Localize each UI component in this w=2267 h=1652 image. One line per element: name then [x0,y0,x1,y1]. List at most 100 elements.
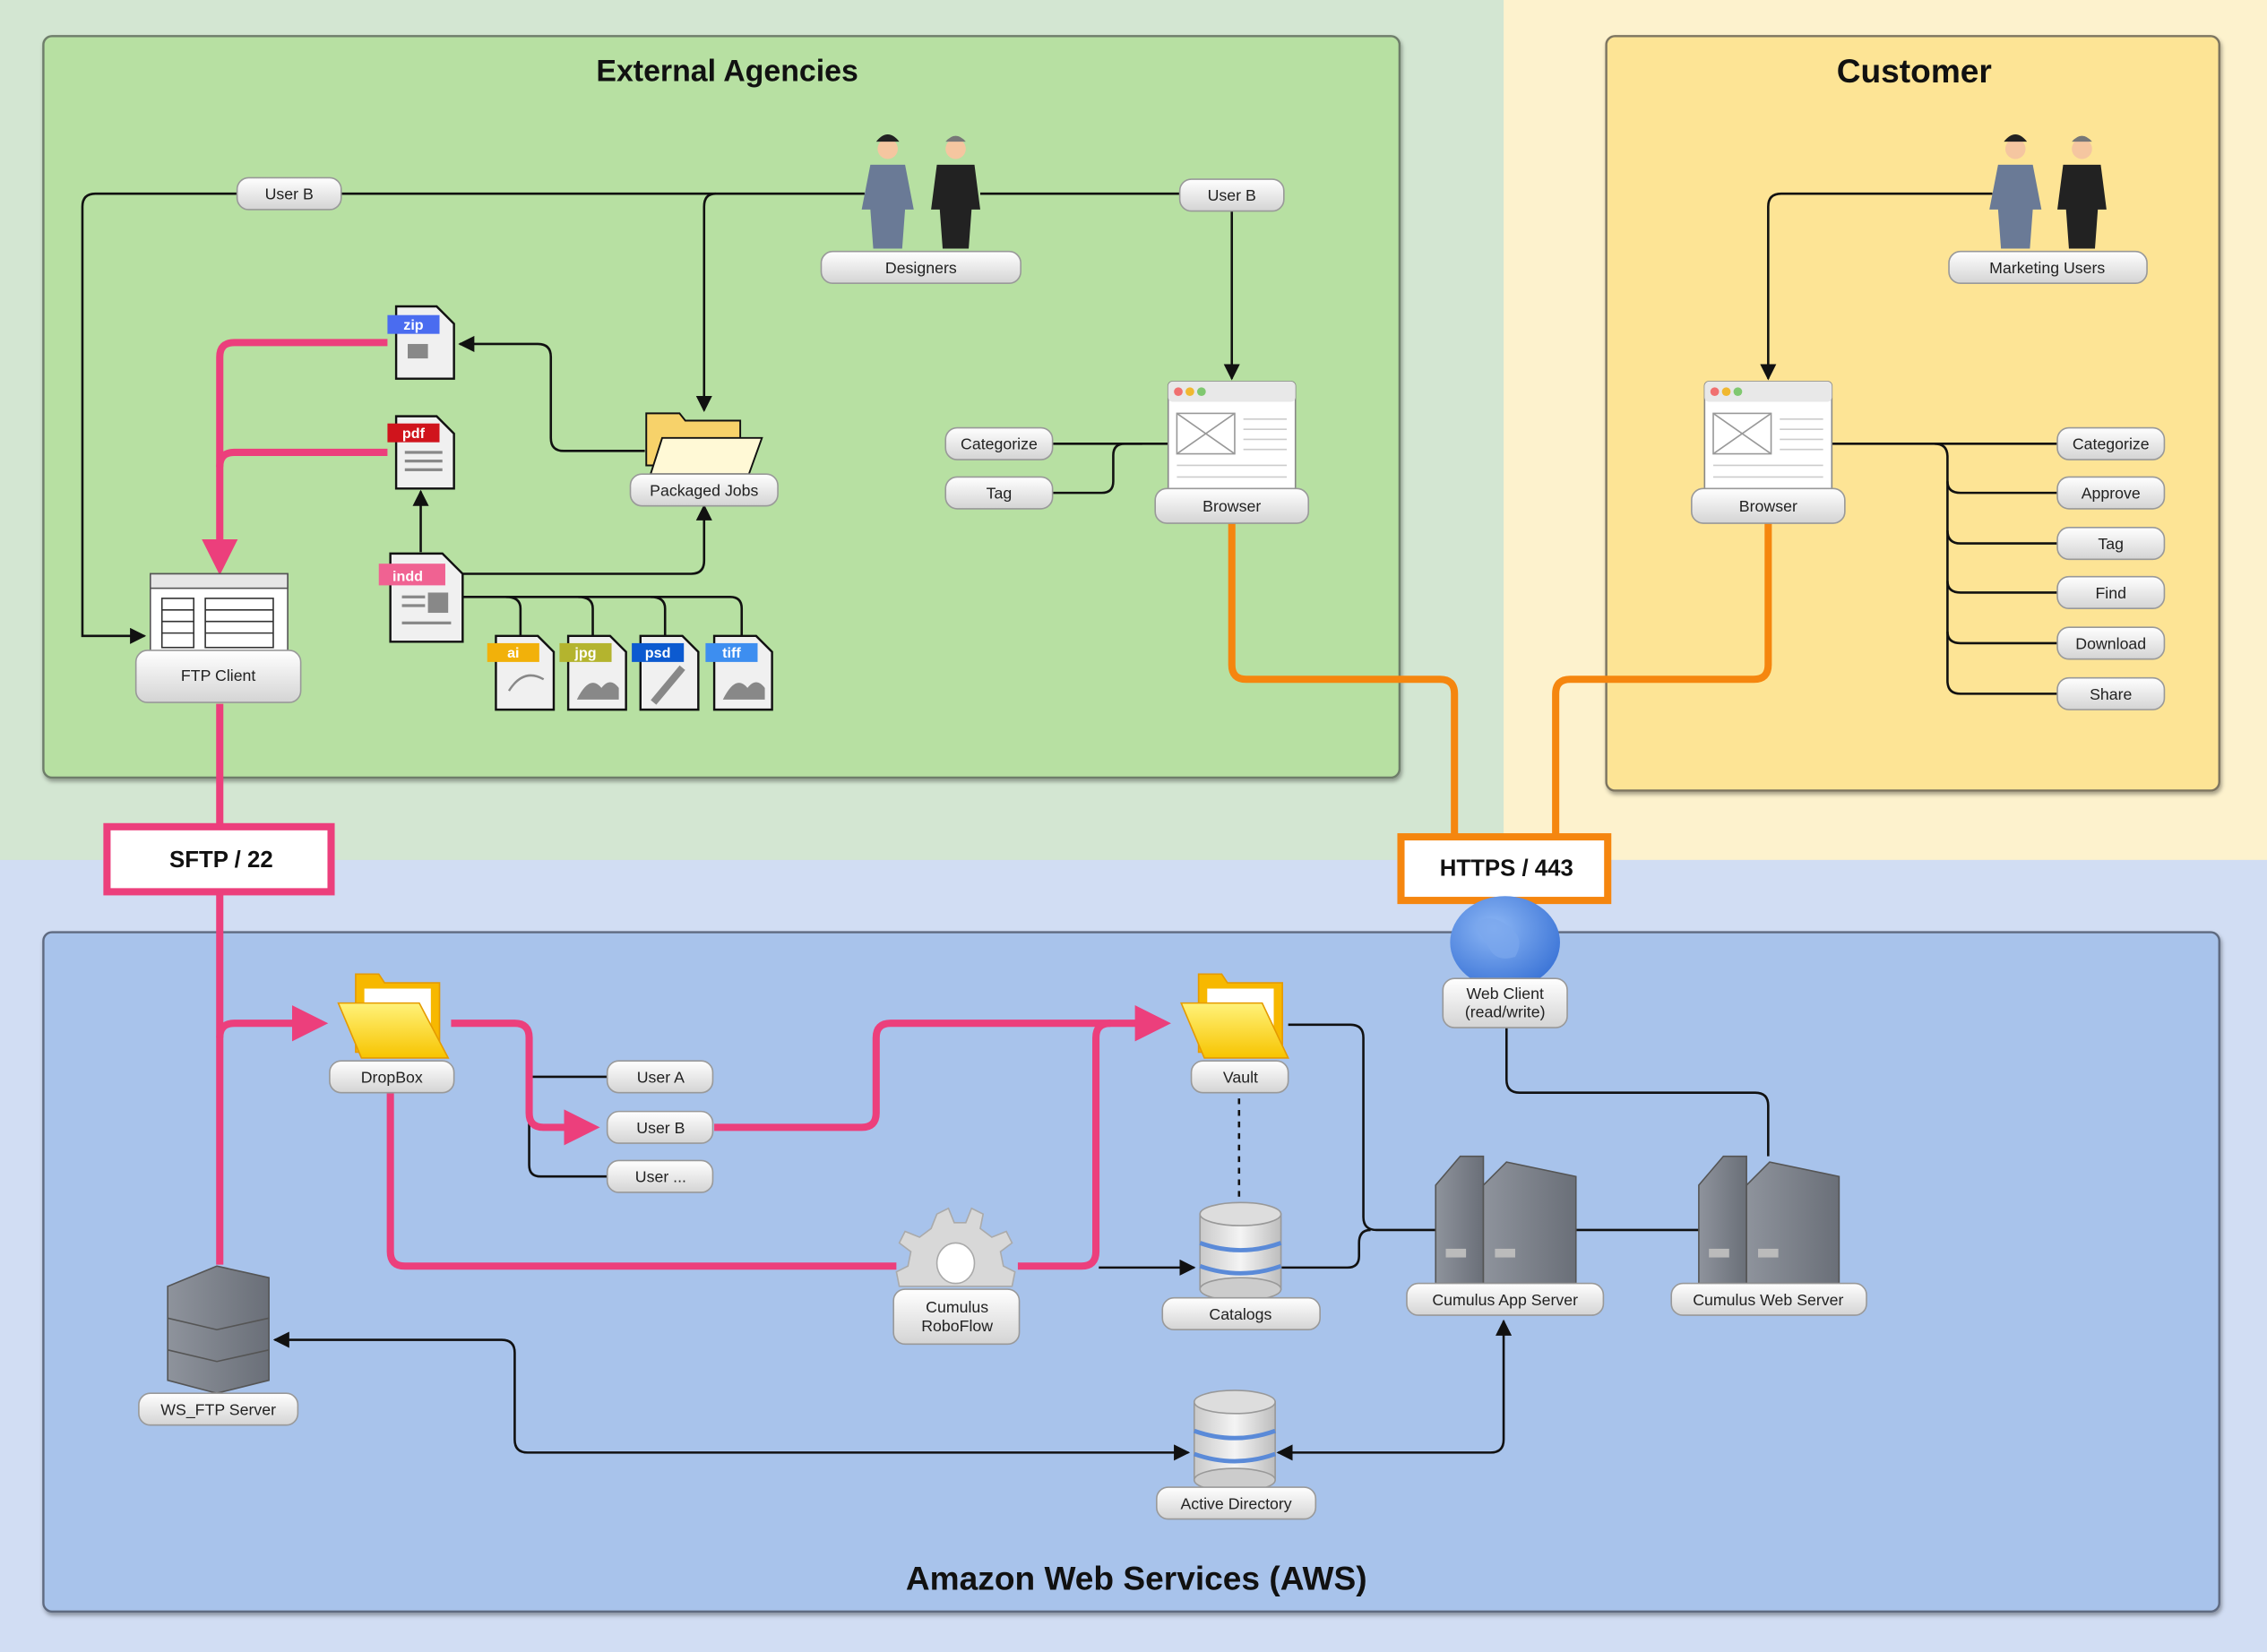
roboflow-gear-icon [895,1207,1016,1287]
designers-people-icon [861,134,980,249]
customer-action-label: Tag [2098,535,2124,553]
web-server-icon [1698,1155,1840,1285]
external-browser-pill[interactable] [1154,487,1310,524]
external-wires [81,192,1240,644]
customer-action-approve[interactable] [2056,476,2166,510]
ws-ftp-server-label: WS_FTP Server [160,1400,276,1419]
catalogs-pill[interactable] [1161,1296,1321,1331]
aws-user-more-label: User ... [635,1168,686,1186]
web-client-pill[interactable] [1442,977,1568,1028]
vault-pill[interactable] [1190,1060,1289,1094]
catalogs-database-icon [1199,1201,1282,1302]
dropbox-folder-icon [337,973,450,1059]
active-directory-database-icon [1193,1390,1276,1493]
designers-pill-bg [820,250,1021,285]
external-browser-label: Browser [1202,497,1261,515]
packaged-jobs-label: Packaged Jobs [650,481,758,499]
customer-wires [1760,192,2058,695]
app-server-label: Cumulus App Server [1432,1291,1578,1309]
customer-action-share[interactable] [2056,676,2166,710]
customer-action-find[interactable] [2056,575,2166,610]
aws-user-b-pill[interactable] [606,1110,714,1144]
web-client-label-line1: Web Client [1466,985,1543,1002]
ws-ftp-server-pill[interactable] [138,1392,299,1426]
panel-title-external: External Agencies [596,54,858,88]
https-protocol-box: HTTPS / 443 [1397,833,1612,905]
active-directory-label: Active Directory [1180,1494,1291,1512]
external-browser-window-icon [1167,381,1297,495]
roboflow-label-line1: Cumulus [926,1298,988,1316]
customer-action-label: Approve [2082,485,2141,503]
sftp-protocol-box: SFTP / 22 [103,822,335,896]
external-categorize-pill[interactable] [944,426,1054,460]
ftp-client-label: FTP Client [181,667,256,684]
customer-action-label: Share [2090,685,2132,703]
vault-folder-icon [1180,973,1289,1059]
customer-action-tag[interactable] [2056,527,2166,561]
ftp-client-window-icon [149,572,289,656]
active-directory-pill[interactable] [1156,1486,1317,1520]
external-categorize-label: Categorize [961,435,1038,453]
ftp-client-pill[interactable] [134,650,302,703]
dropbox-label: DropBox [361,1068,423,1086]
aws-wires [272,1023,1770,1461]
aws-user-a-label: User A [637,1068,685,1086]
zip-file-tag: zip [403,317,424,333]
panel-title-customer: Customer [1837,52,1992,90]
pdf-file-tag: pdf [402,426,426,442]
marketing-users-people-icon [1989,134,2107,249]
web-client-label-line2: (read/write) [1465,1003,1546,1021]
customer-actions: Categorize Approve Tag Find Download Sha… [2056,426,2166,710]
psd-file-icon: psd [632,634,700,711]
designers-label: Designers [885,259,957,277]
user-b-right-pill[interactable] [1178,178,1285,212]
user-b-right-label: User B [1208,186,1256,204]
customer-action-categorize[interactable] [2056,426,2166,460]
marketing-users-pill-bg [1948,250,2148,285]
sftp-flow-lines [202,339,1171,1270]
app-server-pill[interactable] [1406,1282,1605,1316]
packaged-jobs-pill[interactable] [629,473,779,507]
ai-file-icon: ai [487,634,556,711]
jpg-file-tag: jpg [573,645,596,661]
panel-external-agencies: External Agencies [42,35,1401,779]
customer-browser-label: Browser [1739,497,1797,515]
user-b-left-label: User B [265,185,314,203]
dropbox-pill[interactable] [329,1060,455,1094]
customer-browser-pill[interactable] [1691,487,1846,524]
zip-file-icon: zip [387,305,455,380]
sftp-label: SFTP / 22 [169,848,273,873]
external-tag-label: Tag [987,485,1013,503]
tiff-file-icon: tiff [705,634,773,711]
roboflow-label-line2: RoboFlow [921,1317,993,1335]
https-flow-lines [1228,523,1772,839]
app-server-icon [1435,1155,1577,1285]
customer-action-label: Download [2075,634,2146,652]
web-server-pill[interactable] [1670,1282,1867,1316]
indd-file-icon: indd [378,552,464,643]
customer-action-label: Categorize [2073,435,2150,453]
packaged-jobs-folder-icon [645,412,763,476]
jpg-file-icon: jpg [559,634,627,711]
aws-user-more-pill[interactable] [606,1159,714,1193]
catalogs-label: Catalogs [1209,1305,1271,1323]
web-server-label: Cumulus Web Server [1693,1291,1843,1309]
customer-action-label: Find [2095,584,2126,602]
aws-user-a-pill[interactable] [606,1060,714,1094]
pdf-file-icon: pdf [387,415,455,490]
external-tag-pill[interactable] [944,476,1054,510]
tiff-file-tag: tiff [722,645,741,661]
psd-file-tag: psd [645,645,671,661]
ai-file-tag: ai [507,645,519,661]
indd-file-tag: indd [392,569,423,585]
customer-action-download[interactable] [2056,626,2166,660]
roboflow-pill[interactable] [892,1288,1021,1346]
web-client-globe-icon [1450,896,1560,989]
https-label: HTTPS / 443 [1440,856,1573,882]
panel-title-aws: Amazon Web Services (AWS) [906,1560,1367,1597]
ws-ftp-server-icon [167,1265,270,1395]
aws-user-b-label: User B [636,1119,685,1137]
vault-label: Vault [1223,1068,1258,1086]
user-b-left-pill[interactable] [236,176,342,211]
